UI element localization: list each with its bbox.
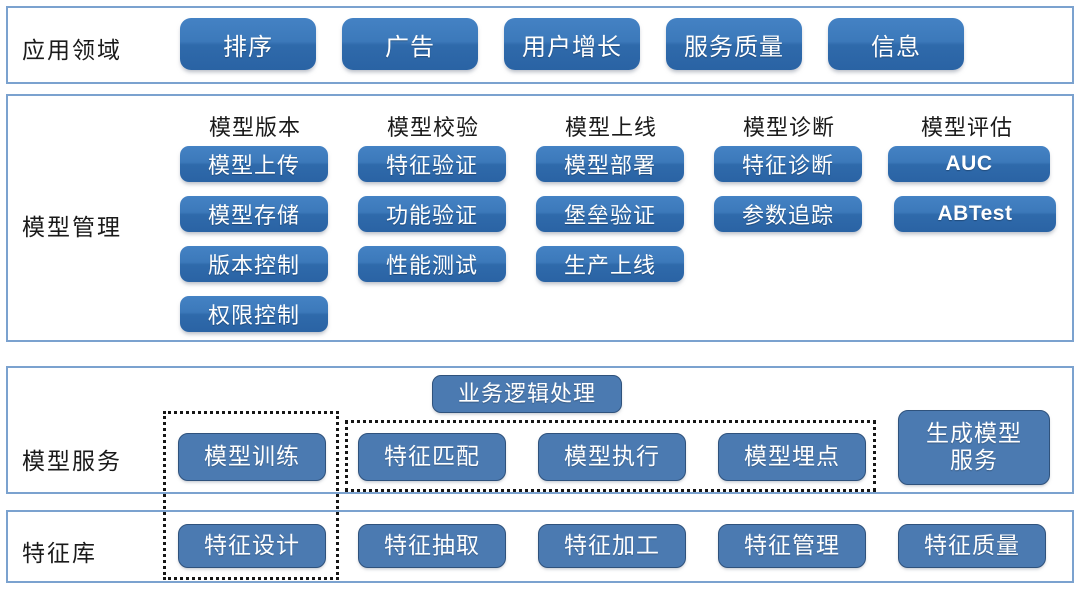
column-header-model-validation: 模型校验 [386,115,479,140]
app-domain-button-3[interactable]: 服务质量 [666,18,802,70]
mgmt-item-bastion-validation[interactable]: 堡垒验证 [536,196,684,232]
mgmt-item-version-control[interactable]: 版本控制 [180,246,328,282]
mgmt-item-feature-diagnosis[interactable]: 特征诊断 [714,146,862,182]
app-domain-button-2[interactable]: 用户增长 [504,18,640,70]
service-item-model-training[interactable]: 模型训练 [178,433,326,481]
column-header-model-evaluation: 模型评估 [920,115,1013,140]
column-header-model-diagnosis: 模型诊断 [742,115,835,140]
feature-item-feature-processing[interactable]: 特征加工 [538,524,686,568]
service-item-model-execution[interactable]: 模型执行 [538,433,686,481]
service-item-feature-matching[interactable]: 特征匹配 [358,433,506,481]
feature-item-feature-extraction[interactable]: 特征抽取 [358,524,506,568]
service-item-model-tracking[interactable]: 模型埋点 [718,433,866,481]
mgmt-item-abtest[interactable]: ABTest [894,196,1056,232]
mgmt-item-permission-control[interactable]: 权限控制 [180,296,328,332]
service-item-generate-model-service[interactable]: 生成模型 服务 [898,410,1050,485]
row-label-feature-library: 特征库 [22,541,97,566]
mgmt-item-parameter-tracking[interactable]: 参数追踪 [714,196,862,232]
mgmt-item-function-validation[interactable]: 功能验证 [358,196,506,232]
app-domain-button-0[interactable]: 排序 [180,18,316,70]
column-header-model-version: 模型版本 [208,115,301,140]
feature-item-feature-quality[interactable]: 特征质量 [898,524,1046,568]
generate-service-line-2: 服务 [950,447,998,473]
feature-item-feature-design[interactable]: 特征设计 [178,524,326,568]
app-domain-button-1[interactable]: 广告 [342,18,478,70]
mgmt-item-model-deploy[interactable]: 模型部署 [536,146,684,182]
column-header-model-launch: 模型上线 [564,115,657,140]
app-domain-button-4[interactable]: 信息 [828,18,964,70]
mgmt-item-model-storage[interactable]: 模型存储 [180,196,328,232]
row-label-service: 模型服务 [22,449,122,474]
row-label-management: 模型管理 [22,215,122,240]
mgmt-item-production-launch[interactable]: 生产上线 [536,246,684,282]
mgmt-item-model-upload[interactable]: 模型上传 [180,146,328,182]
feature-item-feature-management[interactable]: 特征管理 [718,524,866,568]
row-label-application: 应用领域 [22,38,122,63]
business-logic-label-button[interactable]: 业务逻辑处理 [432,375,622,413]
mgmt-item-performance-test[interactable]: 性能测试 [358,246,506,282]
generate-service-line-1: 生成模型 [926,421,1022,447]
mgmt-item-auc[interactable]: AUC [888,146,1050,182]
mgmt-item-feature-validation[interactable]: 特征验证 [358,146,506,182]
